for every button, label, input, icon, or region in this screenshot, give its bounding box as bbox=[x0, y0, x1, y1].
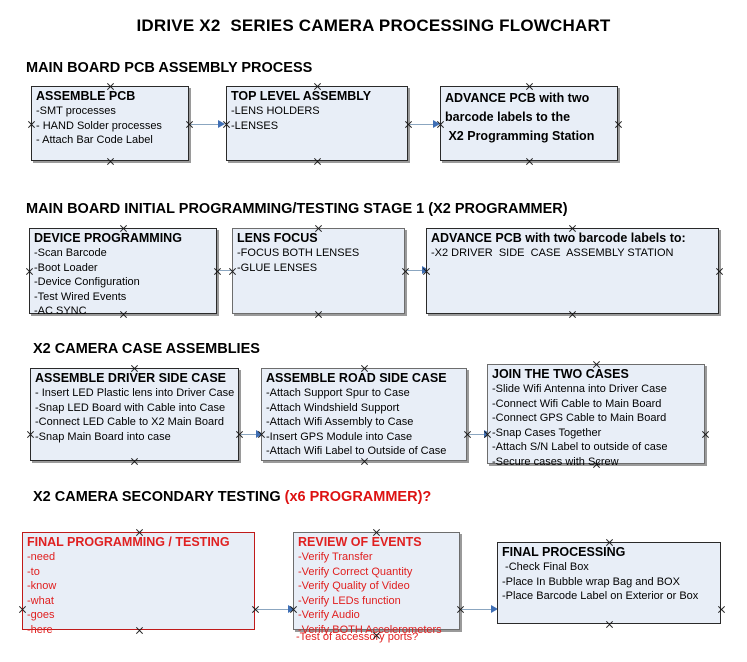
flow-box-line: -Verify Quality of Video bbox=[298, 580, 410, 592]
flow-box-line: -Snap Cases Together bbox=[492, 426, 602, 439]
page-title: IDRIVE X2 SERIES CAMERA PROCESSING FLOWC… bbox=[136, 16, 611, 35]
flow-box-overflow-line: -Test of accessory ports? bbox=[296, 631, 419, 643]
flow-box-line: -SMT processes bbox=[36, 105, 116, 117]
flow-box-line: -Connect GPS Cable to Main Board bbox=[492, 412, 667, 424]
flow-box-final-processing[interactable]: FINAL PROCESSING -Check Final Box -Place… bbox=[497, 542, 721, 624]
section-heading-x2-camera-case-assemblies: X2 CAMERA CASE ASSEMBLIES bbox=[33, 341, 260, 357]
flow-box-line: -Attach Windshield Support bbox=[266, 401, 400, 414]
flow-box-line: -Verify LEDs function bbox=[298, 594, 401, 607]
flow-box-line: -goes bbox=[27, 609, 55, 621]
flow-box-line: -Snap Main Board into case bbox=[35, 430, 171, 443]
flow-box-title: FINAL PROCESSING bbox=[502, 545, 626, 559]
section-heading-text: X2 CAMERA SECONDARY TESTING bbox=[33, 489, 285, 505]
flow-box-line: -LENS HOLDERS bbox=[231, 105, 320, 117]
section-heading-main-board-pcb-assembly: MAIN BOARD PCB ASSEMBLY PROCESS bbox=[26, 60, 313, 76]
flow-box-line: -Verify BOTH Accelerometers bbox=[298, 623, 442, 636]
flow-box-final-programming-testing[interactable]: FINAL PROGRAMMING / TESTING -need -to -k… bbox=[22, 532, 255, 636]
flow-box-line: -Snap LED Board with Cable into Case bbox=[35, 401, 226, 414]
flow-box-title: ASSEMBLE DRIVER SIDE CASE bbox=[35, 371, 227, 385]
flow-box-advance-pcb-to-programming-station[interactable]: ADVANCE PCB with two barcode labels to t… bbox=[440, 86, 618, 161]
flow-box-title: REVIEW OF EVENTS bbox=[298, 535, 422, 549]
flow-box-line: -Insert GPS Module into Case bbox=[266, 430, 413, 443]
flow-box-line: -AC SYNC bbox=[34, 305, 87, 317]
flow-box-assemble-road-side-case[interactable]: ASSEMBLE ROAD SIDE CASE -Attach Support … bbox=[261, 368, 467, 461]
flow-box-line: -GLUE LENSES bbox=[237, 261, 318, 274]
connector-arrow bbox=[257, 605, 295, 614]
flow-box-line: -what bbox=[27, 594, 54, 607]
flow-box-line: -Test Wired Events bbox=[34, 290, 127, 303]
flow-box-line: -to bbox=[27, 565, 40, 578]
flow-box-line: -Attach S/N Label to outside of case bbox=[492, 441, 668, 453]
flow-box-lens-focus[interactable]: LENS FOCUS -FOCUS BOTH LENSES -GLUE LENS… bbox=[232, 228, 405, 314]
flow-box-review-of-events[interactable]: REVIEW OF EVENTS -Verify Transfer -Verif… bbox=[293, 532, 460, 636]
flow-box-line: -Attach Wifi Label to Outside of Case bbox=[266, 445, 447, 457]
flow-box-line: -Verify Correct Quantity bbox=[298, 565, 413, 578]
flow-box-line: -Secure cases with Screw bbox=[492, 455, 619, 468]
flow-box-title: FINAL PROGRAMMING / TESTING bbox=[27, 535, 230, 549]
flow-box-line: -Place Barcode Label on Exterior or Box bbox=[502, 590, 699, 602]
flow-box-line: - Attach Bar Code Label bbox=[36, 134, 153, 146]
flow-box-top-level-assembly[interactable]: TOP LEVEL ASSEMBLY -LENS HOLDERS -LENSES bbox=[226, 86, 408, 161]
flow-box-line: -X2 DRIVER SIDE CASE ASSEMBLY STATION bbox=[431, 247, 674, 259]
flow-box-line: - HAND Solder processes bbox=[36, 119, 162, 132]
flow-box-line: -Connect LED Cable to X2 Main Board bbox=[35, 416, 224, 428]
flow-box-line: -Check Final Box bbox=[502, 561, 589, 573]
flow-box-line: -LENSES bbox=[231, 119, 279, 132]
connector-arrow bbox=[191, 120, 225, 129]
flow-box-line: -Boot Loader bbox=[34, 261, 98, 274]
flow-box-line: -know bbox=[27, 580, 57, 592]
section-heading-x2-camera-secondary-testing: X2 CAMERA SECONDARY TESTING (x6 PROGRAMM… bbox=[33, 489, 431, 505]
section-heading-accent: (x6 PROGRAMMER)? bbox=[284, 489, 432, 505]
connector-arrow bbox=[462, 605, 498, 614]
flow-box-line: - Insert LED Plastic lens into Driver Ca… bbox=[35, 387, 235, 399]
flow-box-title: ADVANCE PCB with two barcode labels to t… bbox=[445, 91, 595, 143]
flow-box-line: -here bbox=[27, 623, 53, 636]
flow-box-assemble-pcb[interactable]: ASSEMBLE PCB -SMT processes - HAND Solde… bbox=[31, 86, 189, 161]
flow-box-line: -need bbox=[27, 551, 56, 563]
flow-box-line: -Connect Wifi Cable to Main Board bbox=[492, 397, 662, 410]
flow-box-title: JOIN THE TWO CASES bbox=[492, 367, 629, 381]
flow-box-title: ASSEMBLE PCB bbox=[36, 89, 136, 103]
flow-box-title: DEVICE PROGRAMMING bbox=[34, 231, 182, 245]
flow-box-line: -FOCUS BOTH LENSES bbox=[237, 247, 360, 259]
flow-box-line: -Place In Bubble wrap Bag and BOX bbox=[502, 575, 680, 588]
flow-box-join-the-two-cases[interactable]: JOIN THE TWO CASES -Slide Wifi Antenna i… bbox=[487, 364, 705, 468]
flow-box-line: -Scan Barcode bbox=[34, 247, 107, 259]
section-heading-main-board-initial-programming: MAIN BOARD INITIAL PROGRAMMING/TESTING S… bbox=[26, 201, 568, 217]
flow-box-line: -Verify Audio bbox=[298, 609, 360, 621]
flow-box-advance-pcb-to-driver-side-case[interactable]: ADVANCE PCB with two barcode labels to: … bbox=[426, 228, 719, 314]
connector-arrow bbox=[410, 120, 440, 129]
flow-box-title: LENS FOCUS bbox=[237, 231, 318, 245]
flow-box-title: ADVANCE PCB with two barcode labels to: bbox=[431, 231, 686, 245]
flow-box-line: -Attach Wifi Assembly to Case bbox=[266, 416, 414, 428]
flow-box-title: TOP LEVEL ASSEMBLY bbox=[231, 89, 372, 103]
flow-box-assemble-driver-side-case[interactable]: ASSEMBLE DRIVER SIDE CASE - Insert LED P… bbox=[30, 368, 239, 461]
flow-box-device-programming[interactable]: DEVICE PROGRAMMING -Scan Barcode -Boot L… bbox=[29, 228, 217, 317]
flow-box-line: -Verify Transfer bbox=[298, 551, 373, 563]
flow-box-line: -Attach Support Spur to Case bbox=[266, 387, 410, 399]
flow-box-line: -Device Configuration bbox=[34, 276, 140, 288]
flow-box-line: -Slide Wifi Antenna into Driver Case bbox=[492, 383, 667, 395]
flow-box-title: ASSEMBLE ROAD SIDE CASE bbox=[266, 371, 447, 385]
connector-arrow bbox=[241, 430, 263, 439]
